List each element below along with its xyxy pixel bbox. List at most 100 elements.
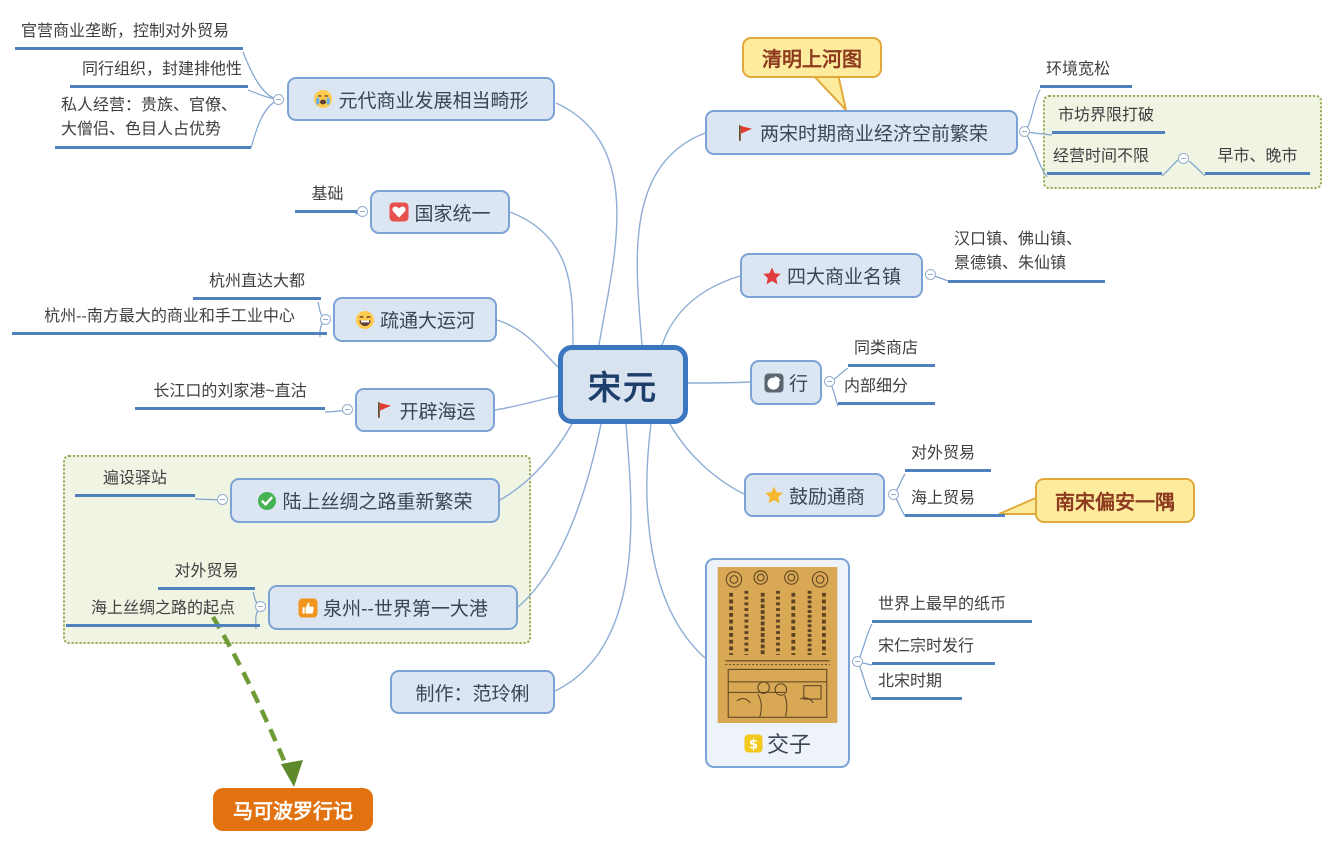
edge-center-jiaozi bbox=[646, 423, 706, 659]
leaf-northern-song[interactable]: 北宋时期 bbox=[872, 667, 962, 700]
collapse-toggle-sida[interactable] bbox=[925, 269, 936, 280]
node-label: 陆上丝绸之路重新繁荣 bbox=[282, 492, 473, 513]
pie-chart-icon bbox=[764, 373, 784, 392]
node-label: 两宋时期商业经济空前繁荣 bbox=[759, 124, 988, 145]
edge-yuandai-leaf3 bbox=[250, 99, 280, 149]
leaf-same-type-shops[interactable]: 同类商店 bbox=[848, 334, 935, 367]
edge-center-quanzhou bbox=[517, 423, 602, 608]
edge-center-sida bbox=[661, 275, 741, 346]
crying-face-icon bbox=[314, 90, 333, 108]
leaf-market-boundary-broken[interactable]: 市坊界限打破 bbox=[1052, 101, 1165, 134]
node-label: 元代商业发展相当畸形 bbox=[338, 90, 529, 112]
leaf-maritime-trade[interactable]: 海上贸易 bbox=[905, 484, 1005, 517]
edge-center-credit bbox=[554, 423, 632, 692]
edge-jingying-dot bbox=[1161, 159, 1179, 177]
collapse-toggle-hours[interactable] bbox=[1178, 153, 1189, 164]
node-root-songyuan[interactable]: 宋元 bbox=[558, 345, 688, 424]
leaf-private-business-line1: 私人经营：贵族、官僚、 bbox=[61, 97, 238, 114]
collapse-toggle-hang[interactable] bbox=[824, 376, 835, 387]
collapse-toggle-quanzhou[interactable] bbox=[255, 601, 266, 612]
node-national-unity[interactable]: 国家统一 bbox=[370, 190, 510, 234]
collapse-toggle-haiyun[interactable] bbox=[342, 404, 353, 415]
edge-center-guojia bbox=[509, 211, 574, 346]
edge-center-lusilu bbox=[499, 423, 573, 501]
flag-icon bbox=[738, 124, 752, 141]
leaf-guild-exclusive[interactable]: 同行组织，封建排他性 bbox=[70, 55, 248, 88]
node-label: 国家统一 bbox=[414, 203, 491, 225]
leaf-four-towns-names[interactable]: 汉口镇、佛山镇、 景德镇、朱仙镇 bbox=[948, 225, 1105, 283]
leaf-loose-environment[interactable]: 环境宽松 bbox=[1040, 55, 1132, 88]
leaf-four-towns-line1: 汉口镇、佛山镇、 bbox=[954, 231, 1083, 248]
node-label: 制作：范玲俐 bbox=[415, 683, 530, 705]
edge-center-yuandai bbox=[555, 102, 618, 346]
edge-liangsong-leaf1 bbox=[1024, 89, 1041, 133]
node-sea-route[interactable]: 开辟海运 bbox=[355, 388, 495, 432]
node-four-towns[interactable]: 四大商业名镇 bbox=[740, 253, 923, 298]
dollar-icon: $ bbox=[744, 733, 763, 753]
svg-text:$: $ bbox=[749, 737, 758, 752]
node-land-silk-road[interactable]: 陆上丝绸之路重新繁荣 bbox=[230, 478, 500, 523]
leaf-earliest-paper-money[interactable]: 世界上最早的纸币 bbox=[872, 590, 1032, 623]
edge-jiaozi-leaf3 bbox=[857, 661, 873, 701]
node-credit[interactable]: 制作：范玲俐 bbox=[390, 670, 555, 714]
node-label: 开辟海运 bbox=[399, 401, 476, 423]
node-hang-guild[interactable]: 行 bbox=[750, 360, 822, 405]
callout-label: 南宋偏安一隅 bbox=[1055, 492, 1175, 514]
leaf-unlimited-hours[interactable]: 经营时间不限 bbox=[1047, 142, 1162, 175]
arrow-to-marco-polo bbox=[211, 615, 292, 773]
leaf-private-business-line2: 大僧侣、色目人占优势 bbox=[61, 121, 222, 138]
leaf-issued-renzong[interactable]: 宋仁宗时发行 bbox=[872, 632, 995, 665]
node-label: 交子 bbox=[766, 732, 811, 757]
node-label: 泉州--世界第一大港 bbox=[323, 599, 488, 620]
edge-center-hang bbox=[687, 381, 751, 384]
node-song-commerce-boom[interactable]: 两宋时期商业经济空前繁荣 bbox=[705, 110, 1018, 155]
leaf-post-stations[interactable]: 遍设驿站 bbox=[75, 464, 195, 497]
leaf-liujiagang[interactable]: 长江口的刘家港~直沽 bbox=[135, 377, 325, 410]
leaf-hangzhou-to-dadu[interactable]: 杭州直达大都 bbox=[193, 267, 321, 300]
leaf-internal-division[interactable]: 内部细分 bbox=[838, 372, 935, 405]
arrow-head bbox=[281, 760, 303, 787]
callout-label: 清明上河图 bbox=[762, 49, 862, 71]
collapse-toggle-liangsong[interactable] bbox=[1019, 126, 1030, 137]
grin-face-icon bbox=[355, 310, 374, 329]
check-circle-icon bbox=[258, 491, 277, 510]
leaf-private-business[interactable]: 私人经营：贵族、官僚、 大僧侣、色目人占优势 bbox=[55, 91, 251, 149]
node-grand-canal[interactable]: 疏通大运河 bbox=[333, 297, 497, 342]
collapse-toggle-guojia[interactable] bbox=[357, 206, 368, 217]
collapse-toggle-lusilu[interactable] bbox=[217, 494, 228, 505]
node-encourage-trade[interactable]: 鼓励通商 bbox=[744, 473, 885, 517]
edge-center-haiyun bbox=[494, 395, 559, 411]
red-star-icon bbox=[763, 267, 781, 284]
callout-nansong[interactable]: 南宋偏安一隅 bbox=[1035, 478, 1195, 523]
node-label: 行 bbox=[788, 374, 808, 395]
node-quanzhou-port[interactable]: 泉州--世界第一大港 bbox=[268, 585, 518, 630]
leaf-state-monopoly[interactable]: 官营商业垄断，控制对外贸易 bbox=[15, 17, 243, 50]
leaf-morning-night-market[interactable]: 早市、晚市 bbox=[1205, 142, 1310, 175]
leaf-foreign-trade-right[interactable]: 对外贸易 bbox=[905, 439, 991, 472]
leaf-hangzhou-center[interactable]: 杭州--南方最大的商业和手工业中心 bbox=[12, 302, 327, 335]
collapse-toggle-yunhe[interactable] bbox=[320, 314, 331, 325]
edge-center-guli bbox=[669, 423, 745, 495]
leaf-foundation[interactable]: 基础 bbox=[295, 180, 360, 213]
node-label: 疏通大运河 bbox=[379, 311, 475, 332]
jiaozi-banknote-image bbox=[717, 567, 838, 723]
callout-qingming[interactable]: 清明上河图 bbox=[742, 37, 882, 78]
leaf-foreign-trade-left[interactable]: 对外贸易 bbox=[158, 557, 255, 590]
jiaozi-caption: $ 交子 bbox=[744, 727, 811, 759]
collapse-toggle-guli[interactable] bbox=[888, 489, 899, 500]
edge-center-yunhe bbox=[496, 319, 559, 368]
callout-tail-qingming bbox=[809, 73, 848, 114]
node-label: 四大商业名镇 bbox=[786, 267, 901, 288]
node-marco-polo[interactable]: 马可波罗行记 bbox=[213, 788, 373, 831]
leaf-maritime-silk-start[interactable]: 海上丝绸之路的起点 bbox=[66, 594, 260, 627]
edge-dot-zaoshi bbox=[1188, 160, 1206, 177]
leaf-four-towns-line2: 景德镇、朱仙镇 bbox=[954, 255, 1067, 272]
node-label: 马可波罗行记 bbox=[233, 801, 353, 823]
thumbs-up-icon bbox=[298, 598, 318, 617]
flag-icon bbox=[378, 402, 392, 418]
node-yuan-commerce-deformed[interactable]: 元代商业发展相当畸形 bbox=[287, 77, 555, 121]
node-jiaozi[interactable]: $ 交子 bbox=[705, 558, 850, 768]
collapse-toggle-yuandai[interactable] bbox=[273, 94, 284, 105]
collapse-toggle-jiaozi[interactable] bbox=[852, 656, 863, 667]
